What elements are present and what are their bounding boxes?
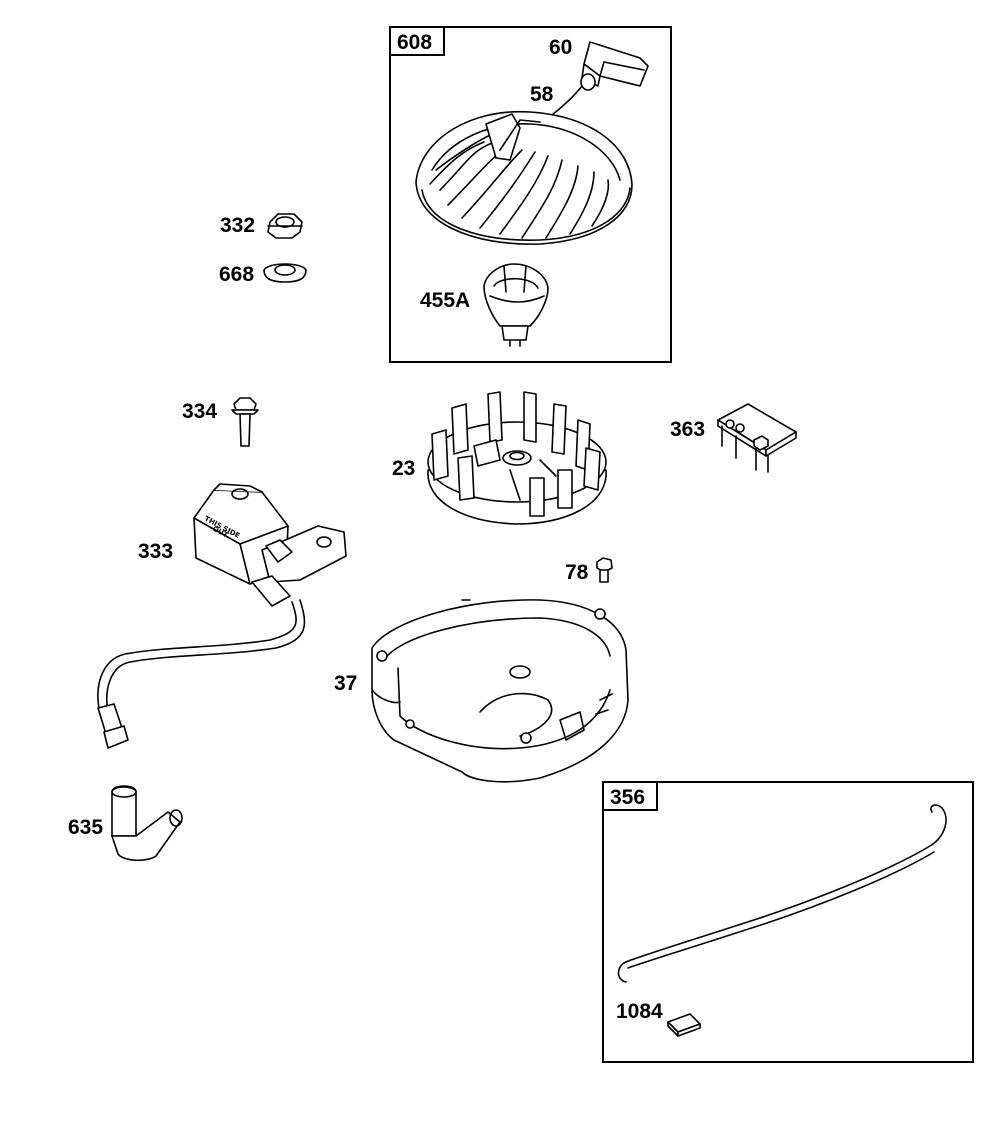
group-608-label: 608 <box>397 31 432 54</box>
group-608-box: 608 <box>389 26 672 363</box>
part-label-332: 332 <box>220 214 255 237</box>
flywheel-part <box>427 391 607 525</box>
part-label-1084: 1084 <box>616 1000 663 1023</box>
connector-part-1084 <box>667 1013 701 1037</box>
part-label-455A: 455A <box>420 289 470 312</box>
part-label-363: 363 <box>670 418 705 441</box>
starter-handle-part <box>547 41 649 119</box>
ignition-coil-part: THIS SIDE OUT <box>193 483 347 585</box>
group-356-box: 356 <box>602 781 974 1063</box>
part-label-58: 58 <box>530 83 554 106</box>
part-label-23: 23 <box>392 457 415 480</box>
part-label-333: 333 <box>138 540 173 563</box>
part-label-635: 635 <box>68 816 103 839</box>
washer-part-668 <box>263 263 307 283</box>
starter-cup-part <box>483 263 549 347</box>
screw-part-78 <box>596 557 613 583</box>
part-label-78: 78 <box>565 561 589 584</box>
blower-housing-part <box>371 599 629 783</box>
part-label-60: 60 <box>549 36 572 59</box>
spark-plug-wire <box>97 575 306 749</box>
ground-wire-part <box>617 804 947 983</box>
nut-part-332 <box>267 213 303 239</box>
spark-plug-boot-part <box>111 785 183 862</box>
bolt-part-334 <box>231 397 259 447</box>
group-356-label: 356 <box>610 786 645 809</box>
part-label-668: 668 <box>219 263 254 286</box>
part-label-334: 334 <box>182 400 217 423</box>
bracket-part-363 <box>717 403 797 473</box>
rewind-starter-housing <box>415 110 633 245</box>
part-label-37: 37 <box>334 672 357 695</box>
